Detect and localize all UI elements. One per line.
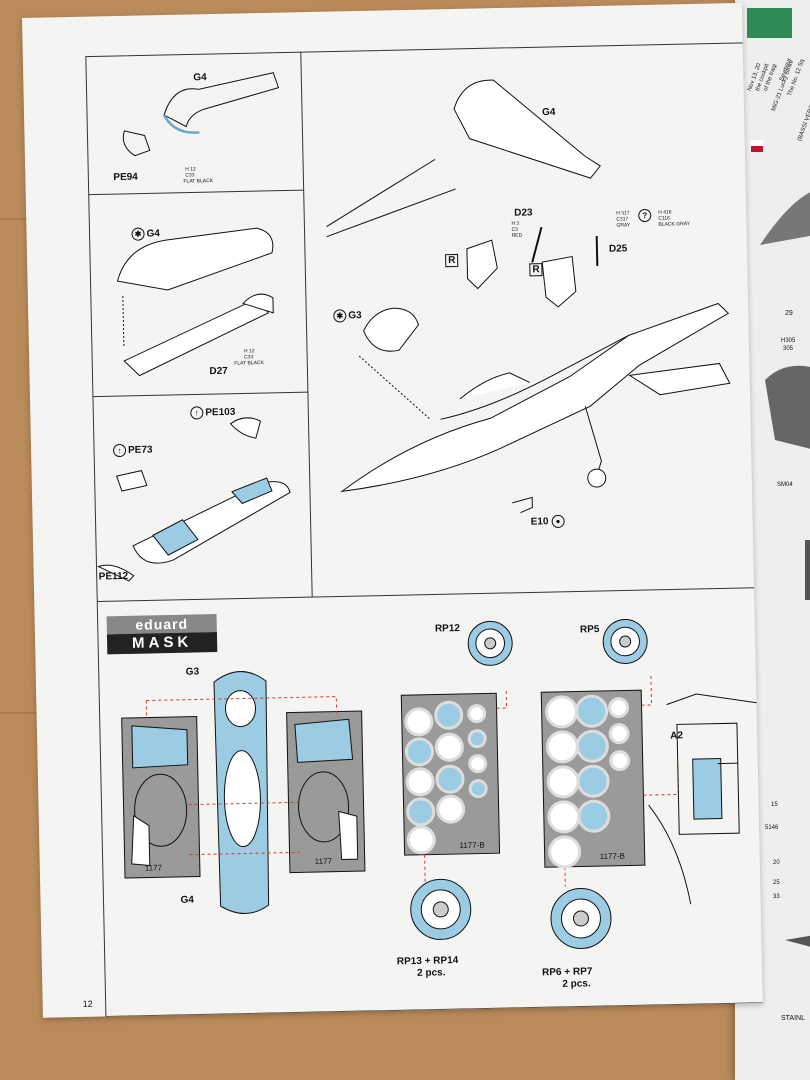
mask-wheel-ring (546, 765, 580, 799)
mask-wheel-ring (405, 767, 435, 797)
flag-icon (751, 140, 763, 152)
mask-wheel-ring (547, 800, 581, 834)
mask-circles (404, 619, 648, 949)
mask-wheel-ring (575, 694, 609, 728)
wheel-center (572, 910, 589, 927)
facing-num-sm04: SM04 (777, 482, 793, 488)
mask-wheel-ring (468, 754, 488, 774)
canopy-g4-left-art (116, 227, 274, 377)
instruction-page: 12 G4 PE94 H 12 C33 FLAT BLACK ✱G4 D27 H… (22, 2, 763, 1018)
facing-num-25: 25 (773, 880, 780, 886)
aircraft-nose-art (326, 79, 731, 514)
mask-wheel-ring (406, 797, 436, 827)
wheel-center (484, 637, 497, 650)
facing-num-20: 20 (773, 860, 780, 866)
mask-wheel-ring (434, 700, 464, 730)
canopy-frame-a2-art (648, 693, 757, 905)
mask-wheel-ring (545, 730, 579, 764)
facing-num-305: 305 (783, 346, 794, 352)
mask-canopy-art (121, 671, 366, 915)
mask-wheel-ring (608, 723, 630, 745)
mask-wheel-ring (467, 704, 487, 724)
wheel-center (619, 635, 632, 648)
mask-wheel-ring (577, 799, 611, 833)
mask-wheel-ring (608, 697, 630, 719)
facing-num-h305: H305 (781, 338, 796, 344)
mask-wheel-ring (467, 729, 487, 749)
mask-wheel-ring (436, 794, 466, 824)
facing-num-29: 29 (785, 310, 793, 317)
wheel-center (432, 901, 449, 918)
mask-wheel-ring (404, 707, 434, 737)
facing-num-15: 15 (771, 802, 778, 808)
mask-wheel-ring (548, 835, 582, 869)
green-tab (747, 8, 792, 38)
page-number: 12 (83, 999, 93, 1009)
mask-wheel-ring (545, 695, 579, 729)
mask-wheel-ring (575, 729, 609, 763)
mask-wheel-ring (609, 750, 631, 772)
mask-wheel-ring (404, 737, 434, 767)
mask-wheel-ring (468, 779, 488, 799)
mask-wheel-ring (576, 764, 610, 798)
facing-footer: STAINL (781, 1015, 805, 1022)
facing-num-5146: 5146 (765, 825, 779, 831)
cockpit-tub-art (97, 417, 291, 582)
facing-num-33: 33 (773, 894, 780, 900)
mask-wheel-ring (406, 825, 436, 855)
mask-wheel-ring (435, 764, 465, 794)
mask-wheel-ring (434, 732, 464, 762)
facing-illustrations (760, 192, 810, 947)
canopy-detail-art (122, 72, 280, 157)
